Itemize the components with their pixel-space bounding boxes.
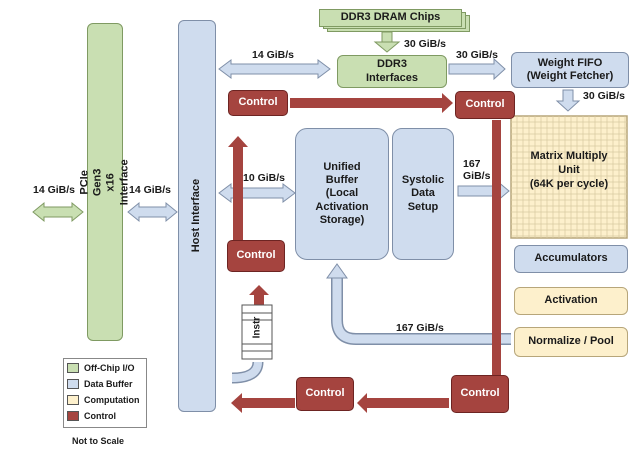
legend-swatch [67, 363, 79, 373]
accumulators-label: Accumulators [534, 252, 608, 265]
systolic-line: Setup [407, 200, 439, 213]
control-label: Control [465, 98, 505, 111]
legend-label: Control [84, 411, 116, 421]
mmu-label: Matrix Multiply Unit (64K per cycle) [511, 150, 627, 191]
control-bottom-middle: Control [296, 377, 354, 411]
bw-ddr3-to-weight: 30 GiB/s [456, 49, 499, 61]
weight-fifo-title: Weight FIFO [537, 56, 603, 69]
not-to-scale-note: Not to Scale [72, 436, 125, 446]
unified-buffer-line: Unified [323, 161, 361, 174]
legend-label: Off-Chip I/O [84, 363, 135, 373]
mmu-line: (64K per cycle) [529, 177, 609, 190]
accumulators: Accumulators [514, 245, 628, 273]
host-buffer-arrow [218, 183, 296, 203]
host-ddr3-arrow [218, 59, 331, 79]
systolic-data-setup: Systolic Data Setup [392, 128, 454, 260]
control-lines [228, 93, 501, 413]
instr-label: Instr [251, 316, 263, 339]
control-top-left: Control [228, 90, 288, 116]
control-label: Control [236, 249, 276, 262]
bw-host-to-ddr3: 14 GiB/s [252, 49, 295, 61]
legend-swatch [67, 395, 79, 405]
bw-systolic-to-mmu: 167 GiB/s [463, 158, 490, 182]
unified-buffer: Unified Buffer (Local Activation Storage… [295, 128, 389, 260]
ddr3-weight-arrow [448, 57, 506, 81]
mmu-grid [510, 115, 628, 239]
ddr3-chips-arrow [373, 31, 401, 53]
pcie-host-arrow [127, 201, 178, 223]
bw-ddr3-to-interfaces: 30 GiB/s [404, 38, 447, 50]
systolic-line: Data [411, 187, 435, 200]
legend-item-offchip: Off-Chip I/O [67, 363, 135, 373]
unified-buffer-line: Activation [315, 200, 369, 213]
pcie-interface: PCIe Gen3 x16 Interface [79, 23, 130, 341]
legend: Off-Chip I/O Data Buffer Computation Con… [63, 358, 147, 428]
legend-label: Data Buffer [84, 379, 133, 389]
control-top-right: Control [455, 91, 515, 119]
systolic-line: Systolic [401, 174, 445, 187]
legend-label: Computation [84, 395, 140, 405]
activation-label: Activation [544, 294, 598, 307]
pcie-interface-label: PCIe Gen3 x16 Interface [78, 159, 131, 205]
systolic-mmu-arrow [457, 179, 510, 203]
instr-feed-arrow [231, 361, 264, 384]
offchip-pcie-arrow [32, 201, 84, 223]
bw-systolic-line1: 167 [463, 158, 481, 170]
weight-mmu-arrow [555, 89, 581, 112]
legend-swatch [67, 379, 79, 389]
bw-weight-to-mmu: 30 GiB/s [583, 90, 626, 102]
legend-item-control: Control [67, 411, 116, 421]
normalize-pool-label: Normalize / Pool [528, 335, 614, 348]
host-interface: Host Interface [178, 20, 216, 412]
unified-buffer-line: Storage) [319, 213, 365, 226]
bw-feedback-to-buffer: 167 GiB/s [396, 322, 444, 334]
weight-fifo-subtitle: (Weight Fetcher) [526, 70, 614, 82]
control-label: Control [238, 96, 278, 109]
legend-item-data-buffer: Data Buffer [67, 379, 133, 389]
mmu-line: Unit [558, 163, 580, 176]
ddr3-interfaces: DDR3 Interfaces [337, 55, 447, 88]
ddr3-interfaces-label: DDR3 Interfaces [366, 58, 418, 84]
unified-buffer-line: (Local [325, 187, 359, 200]
control-label: Control [305, 387, 345, 400]
legend-swatch [67, 411, 79, 421]
activation: Activation [514, 287, 628, 315]
weight-fifo: Weight FIFO (Weight Fetcher) [511, 52, 629, 88]
bw-systolic-line2: GiB/s [463, 170, 491, 183]
host-interface-label: Host Interface [190, 179, 203, 253]
control-bottom-right: Control [451, 375, 509, 413]
instr-stack [241, 304, 273, 360]
feedback-buffer-arrow [326, 263, 511, 345]
normalize-pool: Normalize / Pool [514, 327, 628, 357]
bw-pcie-to-host: 14 GiB/s [129, 184, 172, 196]
unified-buffer-line: Buffer [325, 174, 359, 187]
ddr3-dram-chips: DDR3 DRAM Chips [319, 9, 462, 27]
control-label: Control [460, 387, 500, 400]
mmu-line: Matrix Multiply [530, 150, 608, 162]
legend-item-computation: Computation [67, 395, 140, 405]
bw-offchip-to-pcie: 14 GiB/s [33, 184, 76, 196]
ddr3-chips-label: DDR3 DRAM Chips [340, 11, 441, 24]
bw-host-to-buffer: 10 GiB/s [243, 172, 286, 184]
control-mid-left: Control [227, 240, 285, 272]
